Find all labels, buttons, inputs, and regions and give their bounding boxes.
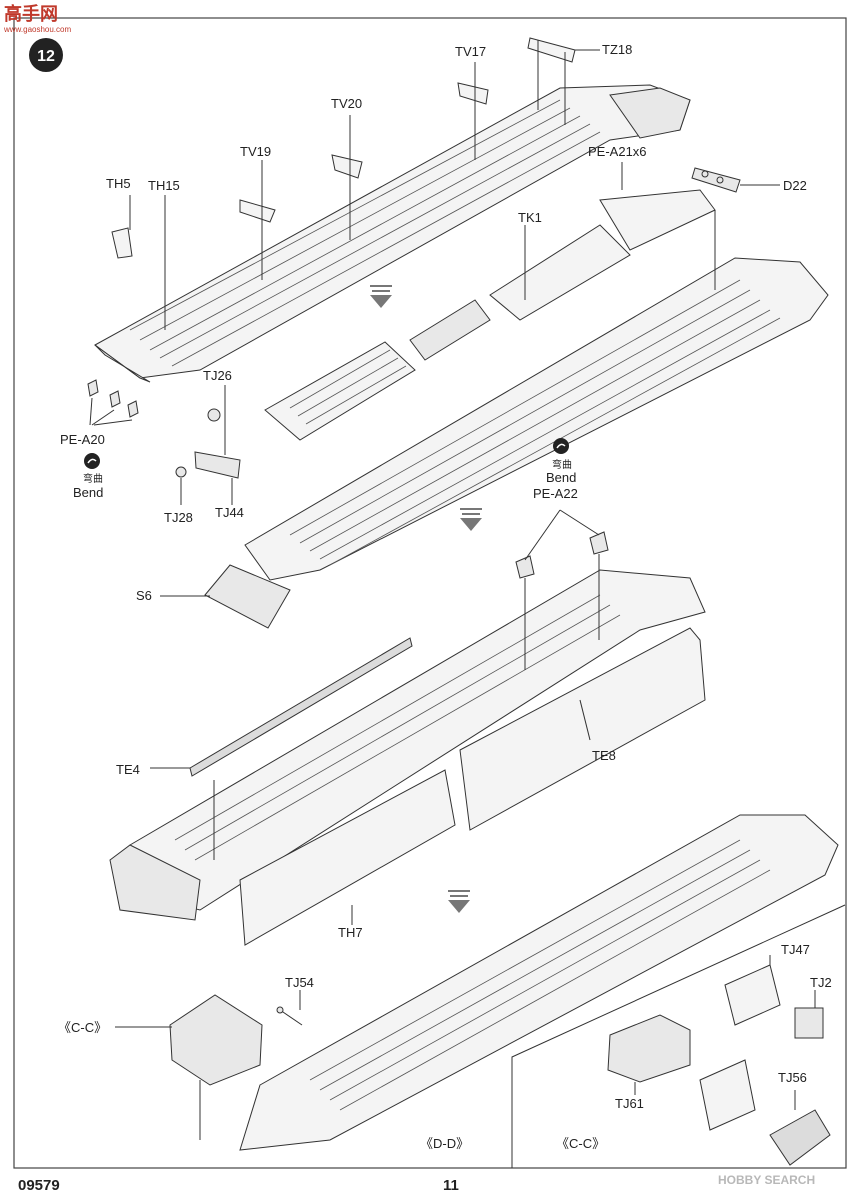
logo-url: www.gaoshou.com bbox=[3, 25, 71, 34]
label-tj26: TJ26 bbox=[203, 368, 232, 383]
hull-part-3 bbox=[109, 569, 706, 921]
bend-icon-2 bbox=[553, 438, 569, 454]
tj54-part bbox=[276, 1006, 303, 1026]
label-dd: 《D-D》 bbox=[420, 1136, 469, 1151]
bend-note-en-1: Bend bbox=[73, 485, 103, 500]
cc-box-part bbox=[169, 994, 263, 1086]
bend-note-en-2: Bend bbox=[546, 470, 576, 485]
te4-part bbox=[189, 637, 413, 777]
step-number: 12 bbox=[37, 48, 55, 65]
label-pe-a22: PE-A22 bbox=[533, 486, 578, 501]
watermark: HOBBY SEARCH bbox=[718, 1173, 815, 1187]
tj28-part bbox=[175, 466, 187, 478]
th7-part bbox=[239, 769, 456, 946]
label-tj47: TJ47 bbox=[781, 942, 810, 957]
label-tj61: TJ61 bbox=[615, 1096, 644, 1111]
tv20-part bbox=[331, 154, 363, 179]
label-te4: TE4 bbox=[116, 762, 140, 777]
label-tj28: TJ28 bbox=[164, 510, 193, 525]
tj44-part bbox=[194, 451, 241, 479]
label-tv20: TV20 bbox=[331, 96, 362, 111]
s6-part bbox=[204, 564, 291, 629]
label-cc-1: 《C-C》 bbox=[58, 1020, 107, 1035]
logo-text: 高手网 bbox=[4, 3, 58, 25]
label-th15: TH15 bbox=[148, 178, 180, 193]
leader-lines-bottom bbox=[115, 990, 301, 1140]
down-arrow-3 bbox=[448, 890, 470, 913]
kit-number: 09579 bbox=[18, 1177, 60, 1194]
te8-part bbox=[459, 627, 706, 831]
step-badge: 12 bbox=[29, 38, 63, 72]
label-tj56: TJ56 bbox=[778, 1070, 807, 1085]
label-tj54: TJ54 bbox=[285, 975, 314, 990]
pe-a22-parts bbox=[515, 509, 609, 670]
bend-icon-1 bbox=[84, 453, 100, 469]
label-th7: TH7 bbox=[338, 925, 363, 940]
label-d22: D22 bbox=[783, 178, 807, 193]
label-s6: S6 bbox=[136, 588, 152, 603]
tz18-part bbox=[527, 37, 576, 63]
down-arrow-1 bbox=[370, 285, 392, 308]
pe-a20-parts bbox=[87, 379, 139, 426]
part-labels: TV17 TZ18 TV20 TV19 PE-A21x6 D22 TH5 TH1… bbox=[58, 42, 832, 1151]
tj26-part bbox=[207, 408, 221, 422]
th5-part bbox=[111, 227, 133, 259]
leader-lines-low bbox=[150, 699, 591, 925]
leader-lines-mid bbox=[160, 210, 716, 597]
label-tj2: TJ2 bbox=[810, 975, 832, 990]
upper-deck-part bbox=[94, 84, 691, 383]
label-cc-2: 《C-C》 bbox=[556, 1136, 605, 1151]
label-th5: TH5 bbox=[106, 176, 131, 191]
label-te8: TE8 bbox=[592, 748, 616, 763]
footer: 09579 11 HOBBY SEARCH bbox=[18, 1173, 815, 1194]
bend-note-cn-1: 弯曲 bbox=[83, 472, 103, 485]
label-tv17: TV17 bbox=[455, 44, 486, 59]
site-logo: 高手网 www.gaoshou.com bbox=[3, 3, 71, 34]
label-pe-a20: PE-A20 bbox=[60, 432, 105, 447]
page-number: 11 bbox=[443, 1177, 459, 1194]
leader-lines-top bbox=[129, 40, 780, 330]
d22-part bbox=[691, 167, 741, 193]
label-tz18: TZ18 bbox=[602, 42, 632, 57]
cc-detail-inset bbox=[511, 904, 846, 1168]
bend-note-cn-2: 弯曲 bbox=[552, 458, 572, 471]
label-tk1: TK1 bbox=[518, 210, 542, 225]
label-pe-a21: PE-A21x6 bbox=[588, 144, 647, 159]
label-tv19: TV19 bbox=[240, 144, 271, 159]
page-border bbox=[13, 17, 847, 1169]
label-tj44: TJ44 bbox=[215, 505, 244, 520]
down-arrow-2 bbox=[460, 508, 482, 531]
hull-part-4 bbox=[239, 814, 839, 1151]
tv19-part bbox=[239, 199, 276, 223]
tv17-part bbox=[457, 82, 489, 105]
